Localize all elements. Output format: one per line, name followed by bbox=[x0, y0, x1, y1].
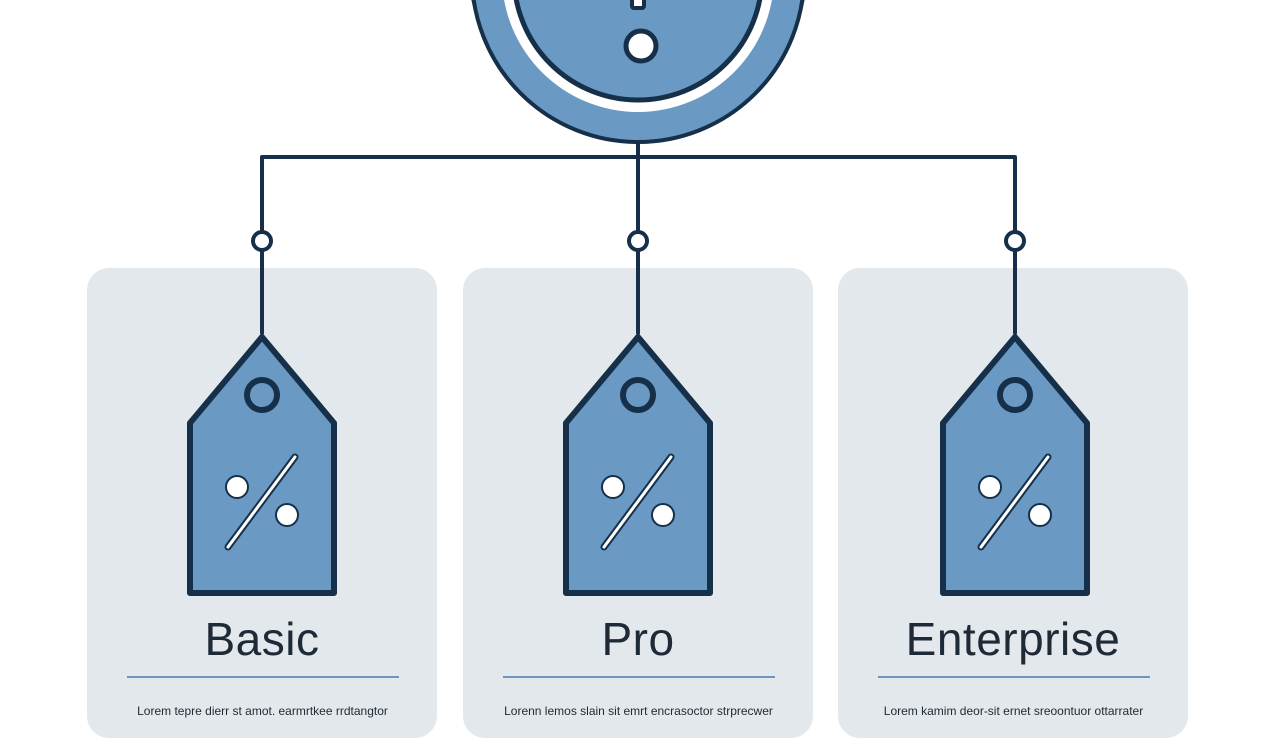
percent-tag-icon bbox=[566, 337, 710, 593]
tier-divider bbox=[878, 676, 1150, 678]
tier-title-pro: Pro bbox=[601, 613, 675, 665]
tier-description-pro: Lorenn lemos slain sit emrt encrasoctor … bbox=[504, 704, 773, 718]
tier-description-enterprise: Lorem kamim deor-sit ernet sreoontuor ot… bbox=[883, 704, 1144, 718]
tier-title-basic: Basic bbox=[204, 613, 320, 665]
percent-tag-icon bbox=[943, 337, 1087, 593]
pricing-tier-diagram: Basic Pro Enterprise Lorem tepre dierr s… bbox=[87, 0, 1188, 738]
percent-tag-icon bbox=[190, 337, 334, 593]
tier-title-enterprise: Enterprise bbox=[905, 613, 1121, 665]
alert-circle-icon bbox=[471, 0, 805, 144]
tier-divider bbox=[503, 676, 775, 678]
alert-badge bbox=[471, 0, 805, 144]
tier-description-basic: Lorem tepre dierr st amot. earmrtkee rrd… bbox=[137, 704, 388, 718]
tier-divider bbox=[127, 676, 399, 678]
